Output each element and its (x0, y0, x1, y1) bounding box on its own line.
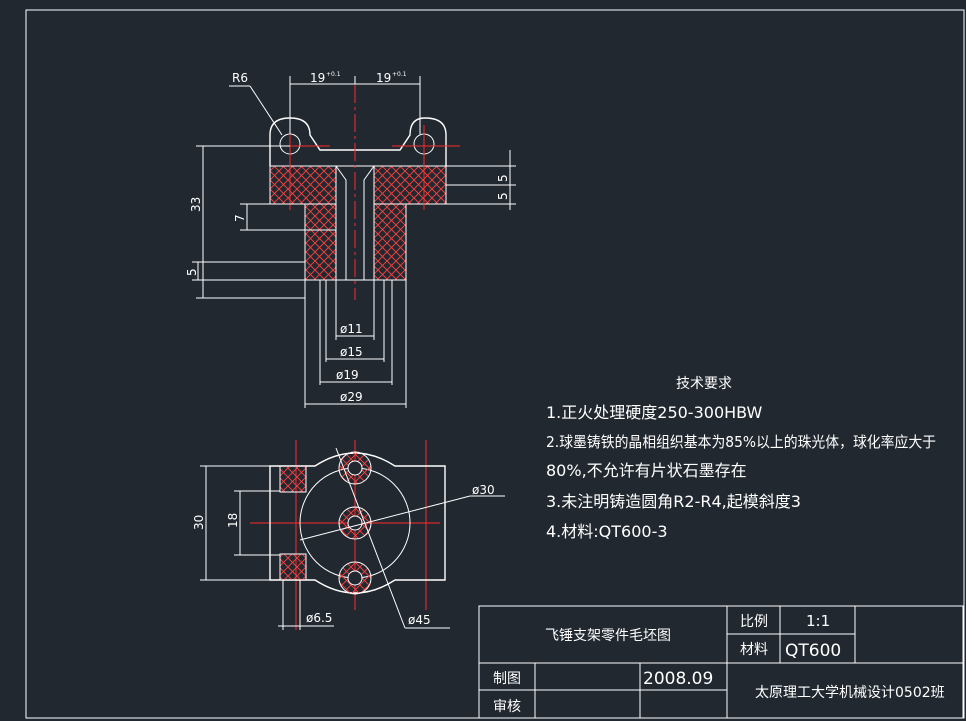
dim-top-right: 19 (376, 71, 391, 85)
school-name: 太原理工大学机械设计0502班 (755, 685, 945, 701)
dim-dia-45: ø45 (408, 613, 431, 627)
drawn-date: 2008.09 (643, 669, 713, 689)
material-value: QT600 (785, 641, 841, 661)
dim-height-total: 33 (189, 197, 203, 212)
note-2-cont: 80%,不允许有片状石墨存在 (546, 461, 747, 480)
drawn-label: 制图 (493, 671, 521, 687)
technical-notes: 技术要求 1.正火处理硬度250-300HBW 2.球墨铸铁的晶相组织基本为85… (546, 376, 936, 541)
front-section-view: 19 +0.1 19 +0.1 R6 33 7 5 5 5 ø11 (185, 71, 516, 408)
scale-value: 1:1 (806, 612, 830, 630)
dim-radius: R6 (232, 71, 248, 85)
dim-top-left: 19 (310, 71, 325, 85)
dim-right-5a: 5 (496, 174, 510, 182)
title-block: 飞锤支架零件毛坯图 比例 1:1 材料 QT600 制图 2008.09 审核 … (478, 605, 964, 719)
dim-dia-30: ø30 (472, 483, 495, 497)
dim-step-5: 5 (185, 268, 199, 276)
top-view: 30 18 ø30 ø6.5 ø45 (192, 440, 505, 630)
dim-dia-29: ø29 (340, 390, 363, 404)
dim-height-30: 30 (192, 515, 206, 530)
dim-dia-19: ø19 (336, 368, 359, 382)
note-3: 3.未注明铸造圆角R2-R4,起模斜度3 (546, 492, 801, 511)
note-4: 4.材料:QT600-3 (546, 522, 668, 541)
dim-dia-15: ø15 (340, 345, 363, 359)
dim-top-right-tol: +0.1 (392, 71, 407, 78)
dim-step-7: 7 (233, 214, 247, 222)
dim-top-left-tol: +0.1 (326, 71, 341, 78)
part-name: 飞锤支架零件毛坯图 (545, 628, 671, 644)
dim-dia-6-5: ø6.5 (306, 611, 332, 625)
note-2: 2.球墨铸铁的晶相组织基本为85%以上的珠光体，球化率应大于 (546, 433, 936, 451)
note-1: 1.正火处理硬度250-300HBW (546, 403, 763, 422)
material-label: 材料 (740, 642, 768, 658)
scale-label: 比例 (740, 614, 768, 630)
dim-height-18: 18 (226, 513, 240, 528)
dim-dia-11: ø11 (340, 322, 363, 336)
check-label: 审核 (493, 699, 521, 715)
dim-right-5b: 5 (496, 192, 510, 200)
notes-heading: 技术要求 (676, 376, 732, 392)
